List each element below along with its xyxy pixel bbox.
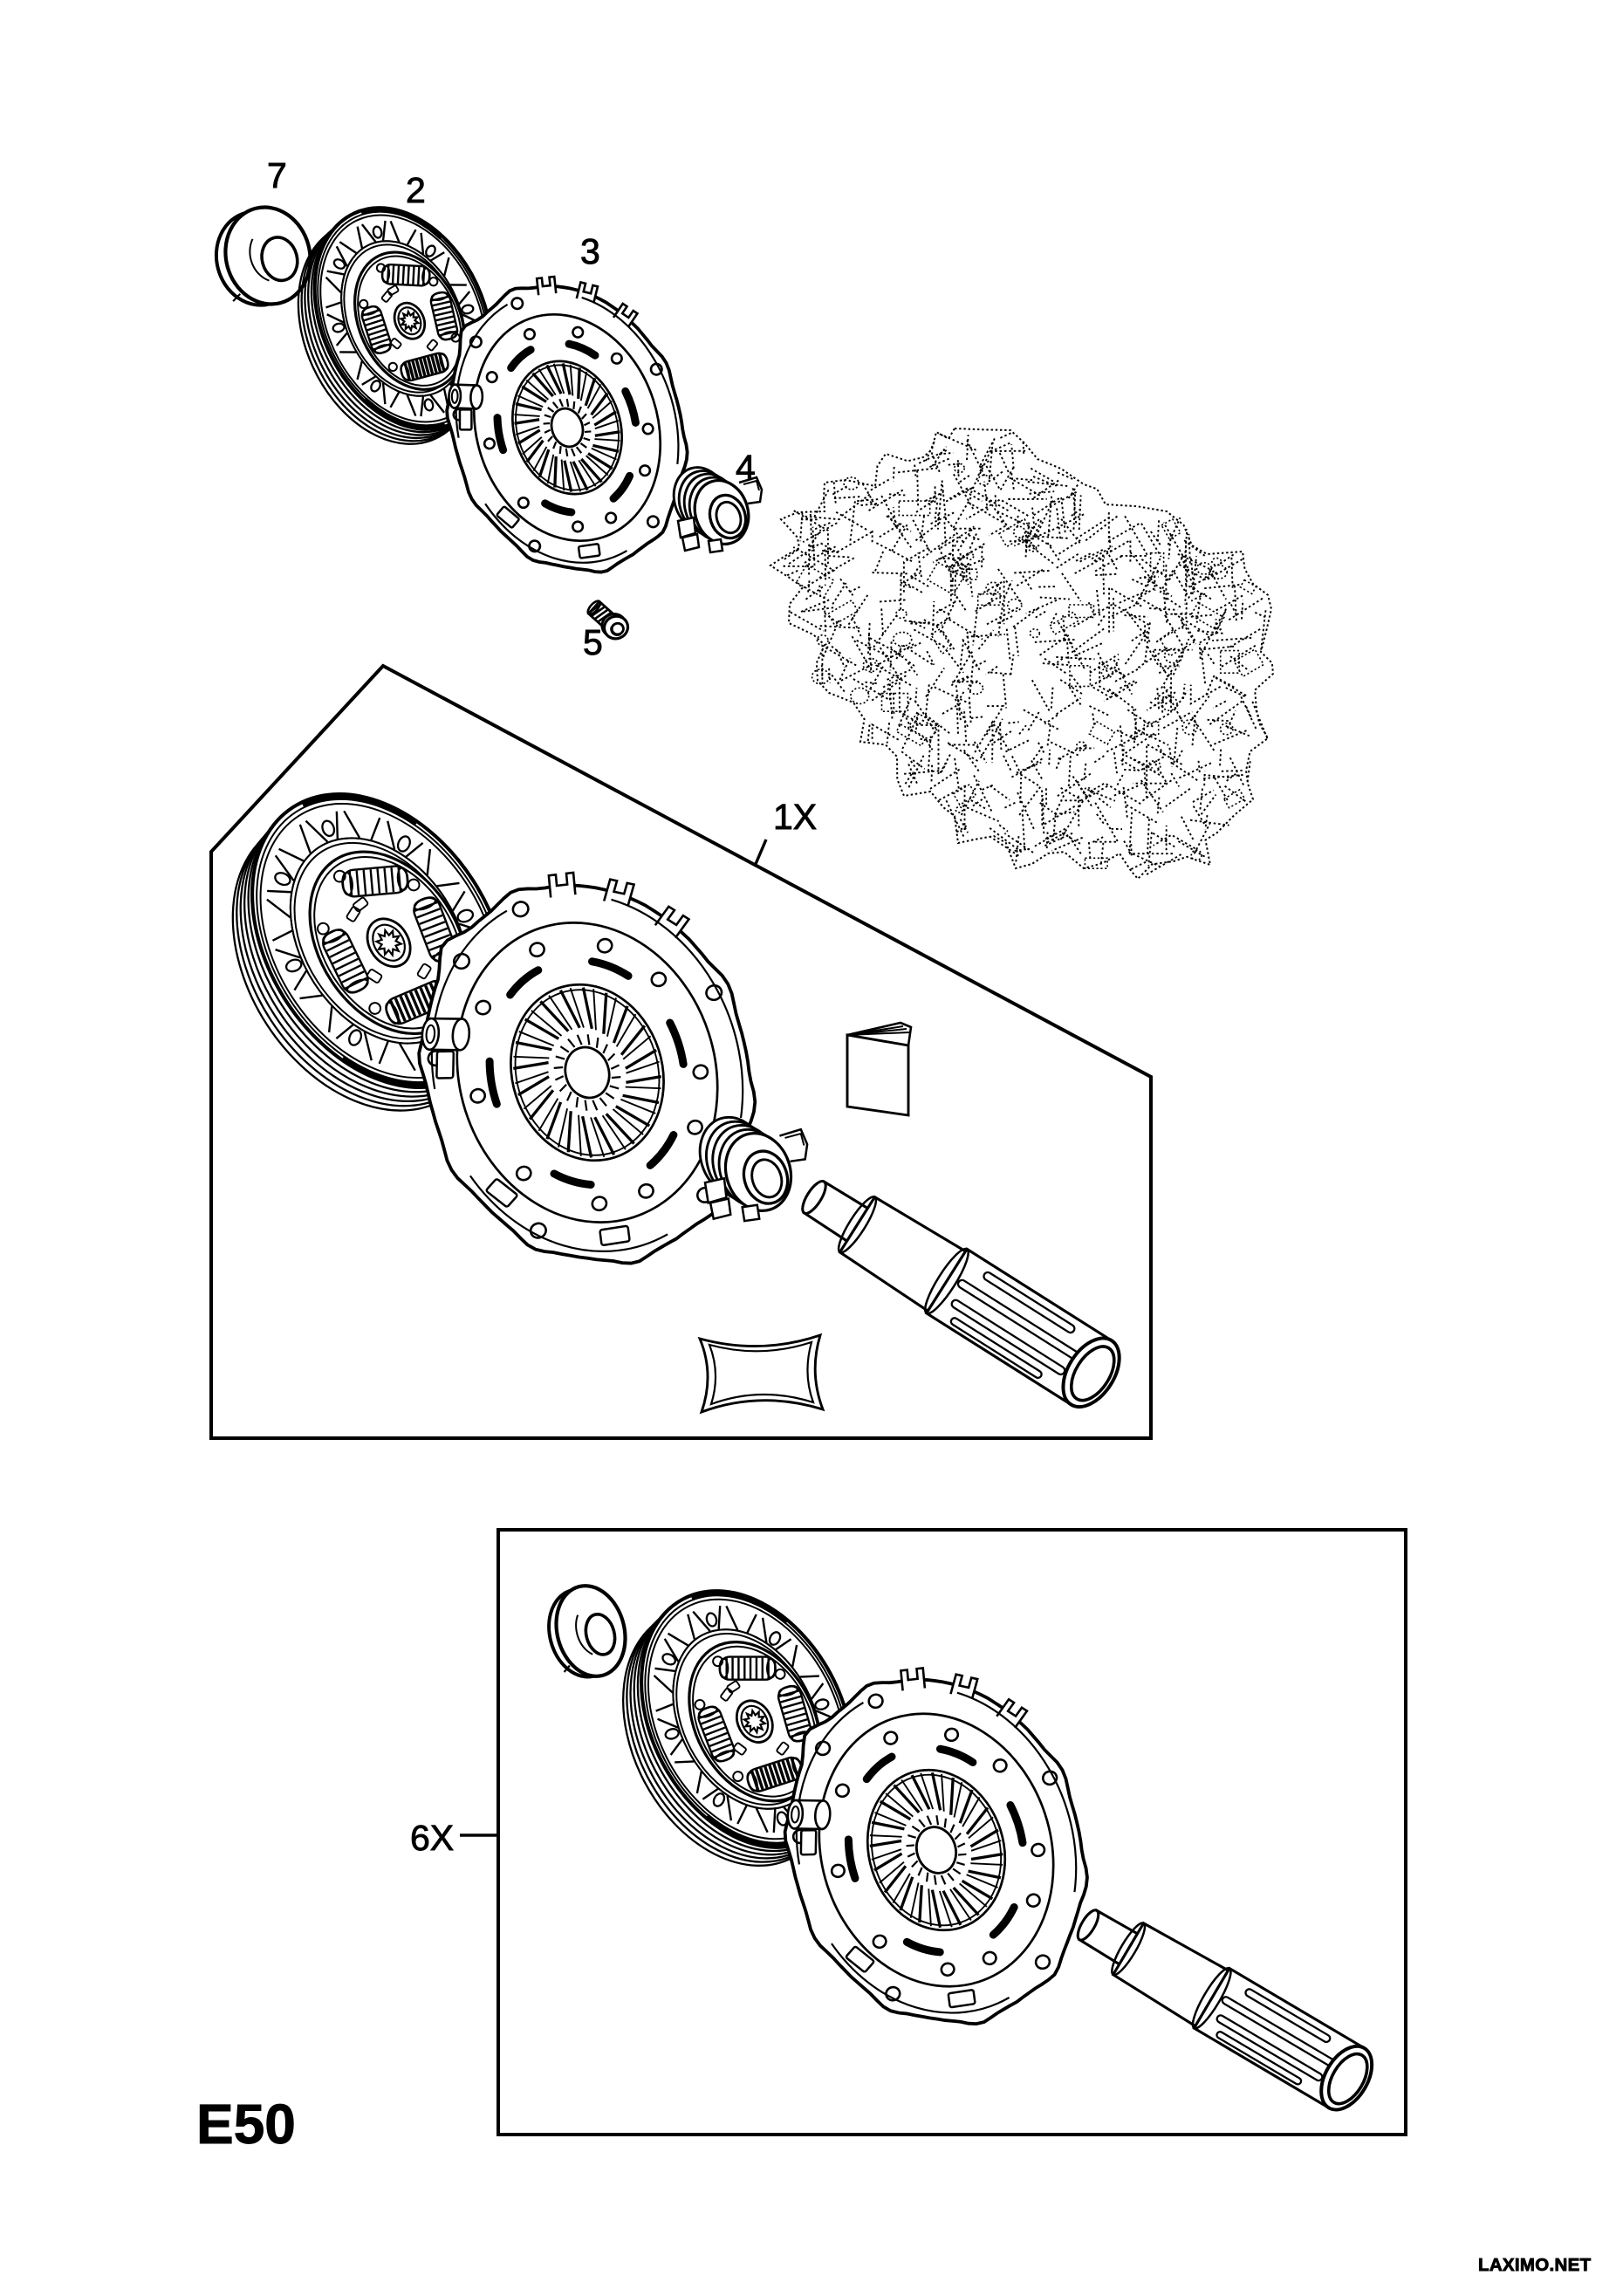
svg-text:5: 5 — [583, 622, 603, 662]
svg-text:LAXIMO.NET: LAXIMO.NET — [1478, 2255, 1592, 2275]
svg-text:2: 2 — [406, 170, 426, 210]
svg-text:7: 7 — [267, 155, 287, 195]
svg-text:1X: 1X — [773, 797, 817, 837]
svg-text:4: 4 — [736, 448, 756, 488]
svg-text:6X: 6X — [410, 1818, 454, 1858]
svg-text:E50: E50 — [196, 2093, 296, 2155]
svg-text:3: 3 — [580, 231, 600, 271]
